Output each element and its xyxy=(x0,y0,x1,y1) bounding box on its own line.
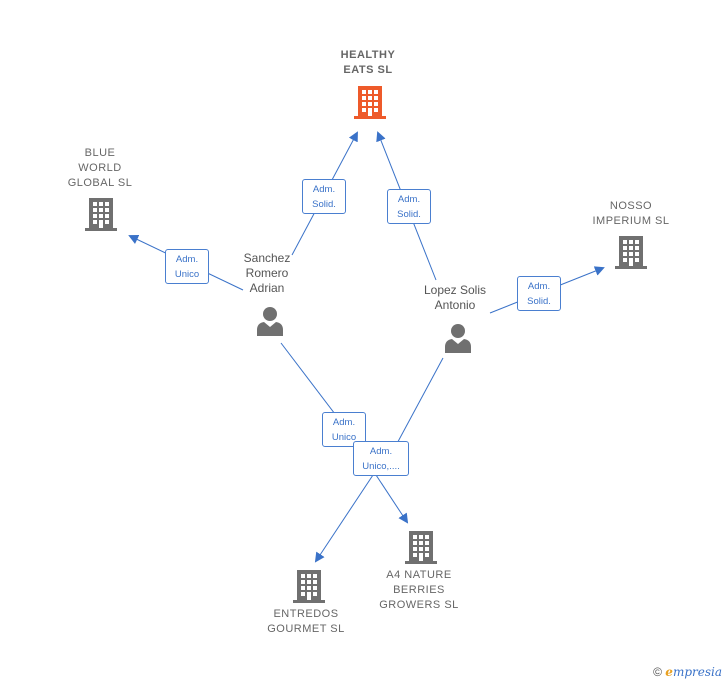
person-icon[interactable] xyxy=(255,305,285,337)
building-icon[interactable] xyxy=(354,84,386,120)
relation-badge-sanchez-entredos[interactable]: Adm. Unico xyxy=(322,412,366,447)
company-label-a4-nature-berries[interactable]: A4 NATURE BERRIES GROWERS SL xyxy=(379,569,459,611)
building-icon[interactable] xyxy=(615,234,647,270)
relation-badge-lopez-healthy[interactable]: Adm. Solid. xyxy=(387,189,431,224)
person-label-lopez-solis[interactable]: Lopez Solis Antonio xyxy=(423,283,487,312)
relation-badge-sanchez-healthy[interactable]: Adm. Solid. xyxy=(302,179,346,214)
person-label-sanchez-romero[interactable]: Sanchez Romero Adrian xyxy=(243,251,291,295)
empresia-logo: empresia xyxy=(665,665,722,679)
relation-badge-lopez-entredos[interactable]: Adm. Unico,.... xyxy=(353,441,409,476)
person-icon[interactable] xyxy=(443,322,473,354)
relation-badge-lopez-nosso[interactable]: Adm. Solid. xyxy=(517,276,561,311)
company-label-entredos-gourmet[interactable]: ENTREDOS GOURMET SL xyxy=(267,608,345,635)
company-label-healthy-eats[interactable]: HEALTHY EATS SL xyxy=(340,49,396,76)
building-icon[interactable] xyxy=(85,196,117,232)
company-label-nosso-imperium[interactable]: NOSSO IMPERIUM SL xyxy=(592,200,670,227)
edge-to-a4 xyxy=(375,474,409,524)
company-label-blue-world[interactable]: BLUE WORLD GLOBAL SL xyxy=(67,147,133,189)
building-icon[interactable] xyxy=(293,568,325,604)
building-icon[interactable] xyxy=(405,529,437,565)
relation-badge-sanchez-blue[interactable]: Adm. Unico xyxy=(165,249,209,284)
copyright-notice: © empresia xyxy=(653,665,722,679)
copyright-icon: © xyxy=(653,665,662,679)
edge-to-entredos xyxy=(314,474,374,563)
